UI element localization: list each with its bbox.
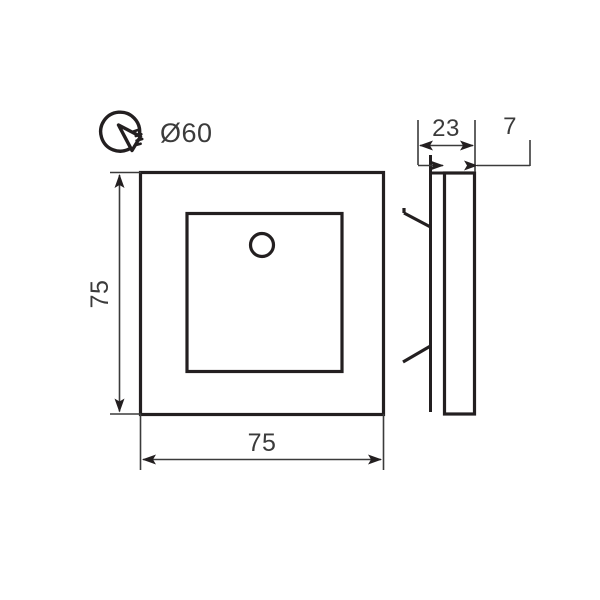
side-faceplate [442, 171, 477, 416]
dimension-depth-7: 7 [418, 113, 531, 171]
dimension-height-75: 75 [86, 171, 141, 415]
beam-angle-text: Ø60 [160, 118, 213, 148]
side-view [402, 155, 477, 416]
dimension-width-75: 75 [139, 414, 385, 470]
front-view [138, 170, 386, 417]
depth7-dim-text: 7 [503, 113, 517, 140]
side-spring-clip-lower [402, 344, 432, 364]
front-outer-square [138, 170, 386, 417]
depth23-dim-text: 23 [432, 115, 460, 142]
height-dim-text: 75 [86, 280, 114, 309]
width-dim-text: 75 [248, 429, 277, 457]
beam-angle-label-group: Ø60 [99, 110, 213, 153]
front-lens-hole [248, 231, 276, 259]
front-inner-square [185, 211, 344, 374]
side-spring-clip-upper [403, 211, 432, 229]
dimension-depth-23: 23 [417, 115, 476, 172]
beam-angle-icon [99, 110, 144, 153]
